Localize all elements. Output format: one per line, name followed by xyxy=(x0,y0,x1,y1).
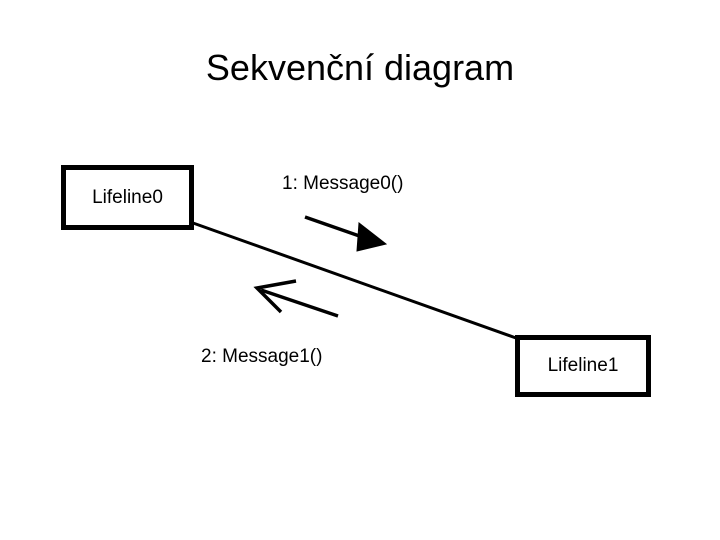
message-label-0[interactable]: 1: Message0() xyxy=(282,173,404,194)
page-title: Sekvenční diagram xyxy=(205,47,515,88)
lifeline-label-0: Lifeline0 xyxy=(92,186,163,208)
message-1-arrow-shaft[interactable] xyxy=(260,288,339,318)
message-0-arrow-shaft[interactable] xyxy=(304,215,369,241)
lifeline-box-1[interactable]: Lifeline1 xyxy=(515,335,651,397)
lifeline-label-1: Lifeline1 xyxy=(547,355,619,376)
message-1-arrowhead-icon xyxy=(253,279,297,314)
message-0-arrowhead-icon xyxy=(356,222,388,252)
message-label-1[interactable]: 2: Message1() xyxy=(201,346,323,367)
lifeline-connector-line[interactable] xyxy=(192,221,517,340)
lifeline-box-0[interactable]: Lifeline0 xyxy=(61,165,194,230)
